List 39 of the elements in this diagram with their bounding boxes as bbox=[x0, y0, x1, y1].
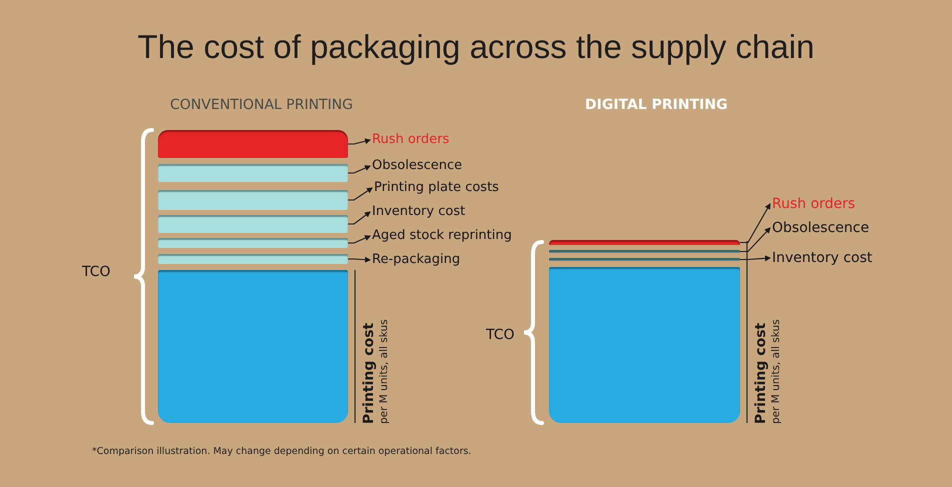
cost-label: Rush orders bbox=[772, 196, 856, 212]
cost-label: Inventory cost bbox=[372, 204, 466, 220]
leader-arrow bbox=[740, 227, 771, 252]
title: The cost of packaging across the supply chain bbox=[136, 28, 816, 66]
leader-arrow bbox=[740, 255, 771, 262]
leader-arrow bbox=[348, 235, 371, 244]
cost-note: per M units, all skus bbox=[770, 319, 782, 424]
cost-title: Printing cost bbox=[361, 322, 377, 424]
cost-label: Obsolescence bbox=[772, 220, 870, 236]
leader-arrow bbox=[740, 203, 770, 244]
tco-label: TCO bbox=[82, 264, 111, 280]
cost-bar bbox=[158, 164, 348, 182]
cost-label: Aged stock reprinting bbox=[372, 228, 512, 244]
cost-bar bbox=[158, 238, 348, 248]
leader-arrow bbox=[348, 138, 371, 145]
cost-bar bbox=[549, 250, 740, 253]
cost-bar bbox=[158, 190, 348, 210]
leader-arrow bbox=[348, 165, 371, 174]
cost-label: Inventory cost bbox=[772, 250, 872, 266]
leader-arrow bbox=[348, 211, 371, 225]
cost-bar bbox=[549, 240, 740, 245]
cost-label: Printing plate costs bbox=[374, 180, 499, 196]
cost-label: Re-packaging bbox=[372, 252, 460, 268]
printing-cost-bar bbox=[549, 267, 740, 423]
cost-title: Printing cost bbox=[753, 322, 769, 424]
leader-arrow bbox=[348, 256, 371, 263]
cost-bar bbox=[158, 130, 348, 158]
cost-label: Rush orders bbox=[372, 132, 450, 148]
cost-bar bbox=[158, 254, 348, 264]
leader-arrow bbox=[348, 187, 373, 201]
cost-label: Obsolescence bbox=[372, 158, 462, 174]
tco-label: TCO bbox=[486, 327, 515, 343]
section-heading: CONVENTIONAL PRINTING bbox=[170, 97, 353, 113]
cost-bar bbox=[158, 215, 348, 233]
section-heading: DIGITAL PRINTING bbox=[585, 97, 728, 113]
footnote: *Comparison illustration. May change depending on certain operational factors. bbox=[92, 446, 472, 457]
cost-bar bbox=[549, 258, 740, 261]
cost-note: per M units, all skus bbox=[378, 319, 390, 424]
printing-cost-bar bbox=[158, 270, 348, 423]
